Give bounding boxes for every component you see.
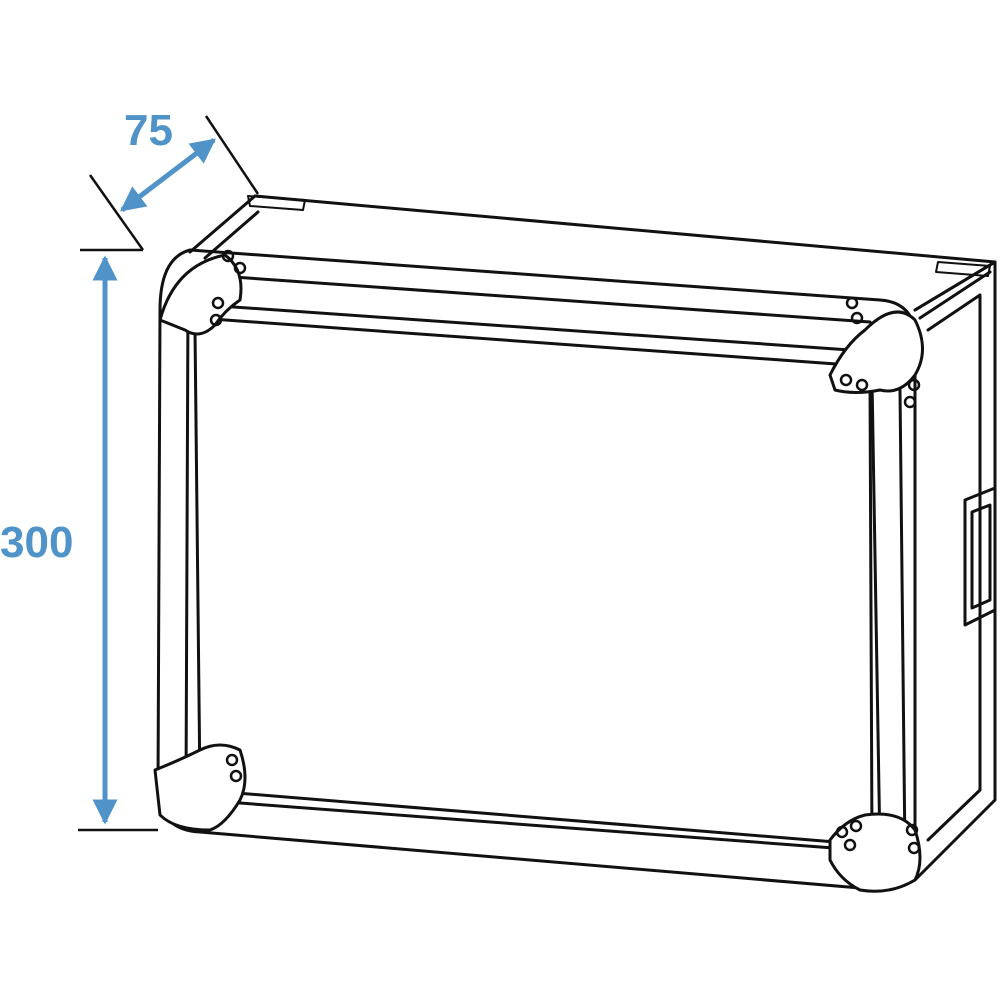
double-arrow-icon — [120, 138, 216, 212]
rivets — [209, 249, 921, 855]
extension-lines — [78, 115, 260, 832]
case-outline — [153, 194, 997, 893]
depth-dimension-label: 75 — [124, 106, 173, 155]
height-dimension-label: 300 — [0, 518, 74, 567]
dimension-arrows — [92, 138, 216, 825]
